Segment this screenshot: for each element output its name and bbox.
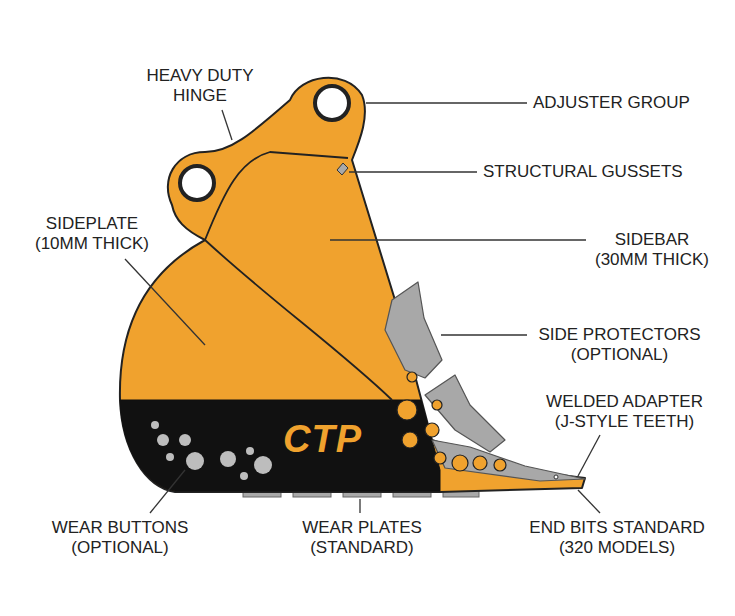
wear-button <box>166 453 174 461</box>
part-label: SIDEPLATE (10MM THICK) <box>27 214 157 254</box>
part-label: END BITS STANDARD (320 MODELS) <box>522 518 712 558</box>
hole <box>452 455 468 471</box>
structural-gusset <box>337 163 348 175</box>
side-protectors <box>385 282 505 452</box>
bucket-body <box>120 78 585 492</box>
wear-buttons <box>151 421 272 480</box>
wear-button <box>157 434 169 446</box>
part-label: WEAR PLATES (STANDARD) <box>287 518 437 558</box>
hole <box>432 400 442 410</box>
hole <box>407 372 417 382</box>
part-label: HEAVY DUTY HINGE <box>140 66 260 106</box>
hinge-hole <box>180 166 214 200</box>
hole <box>397 400 417 420</box>
leader-line <box>366 102 527 103</box>
part-label: SIDEBAR (30MM THICK) <box>592 230 712 270</box>
hole <box>402 432 418 448</box>
adapter-tooth <box>432 440 585 481</box>
wear-button <box>179 434 191 446</box>
leader-line <box>578 435 600 476</box>
part-label: WEAR BUTTONS (OPTIONAL) <box>40 518 200 558</box>
side-protector <box>385 282 442 378</box>
leader-line <box>359 499 360 513</box>
hole <box>494 459 506 471</box>
tooth-pin <box>554 475 558 479</box>
leader-line <box>330 239 586 240</box>
sidebar-holes <box>397 372 506 471</box>
wear-button <box>240 472 248 480</box>
hole <box>473 456 487 470</box>
black-band <box>120 400 440 491</box>
leader-line <box>222 110 232 140</box>
sidebar-outline <box>205 152 348 240</box>
part-label: ADJUSTER GROUP <box>533 93 690 113</box>
leader-line <box>125 259 205 345</box>
part-label: SIDE PROTECTORS (OPTIONAL) <box>532 325 707 365</box>
logo-text: CTP <box>283 418 362 460</box>
hole <box>425 423 439 437</box>
hole <box>434 452 446 464</box>
leader-line <box>578 490 600 513</box>
leader-line <box>441 334 527 335</box>
wear-button <box>186 452 204 470</box>
hinge-hole <box>315 86 349 120</box>
wear-button <box>151 421 159 429</box>
wear-button <box>246 447 254 455</box>
part-label: WELDED ADAPTER (J-STYLE TEETH) <box>537 392 712 432</box>
wear-button <box>254 456 272 474</box>
leader-line <box>349 171 477 172</box>
wear-button <box>220 451 236 467</box>
leader-line <box>150 470 185 513</box>
part-label: STRUCTURAL GUSSETS <box>483 162 683 182</box>
sideplate-seam <box>205 240 392 400</box>
